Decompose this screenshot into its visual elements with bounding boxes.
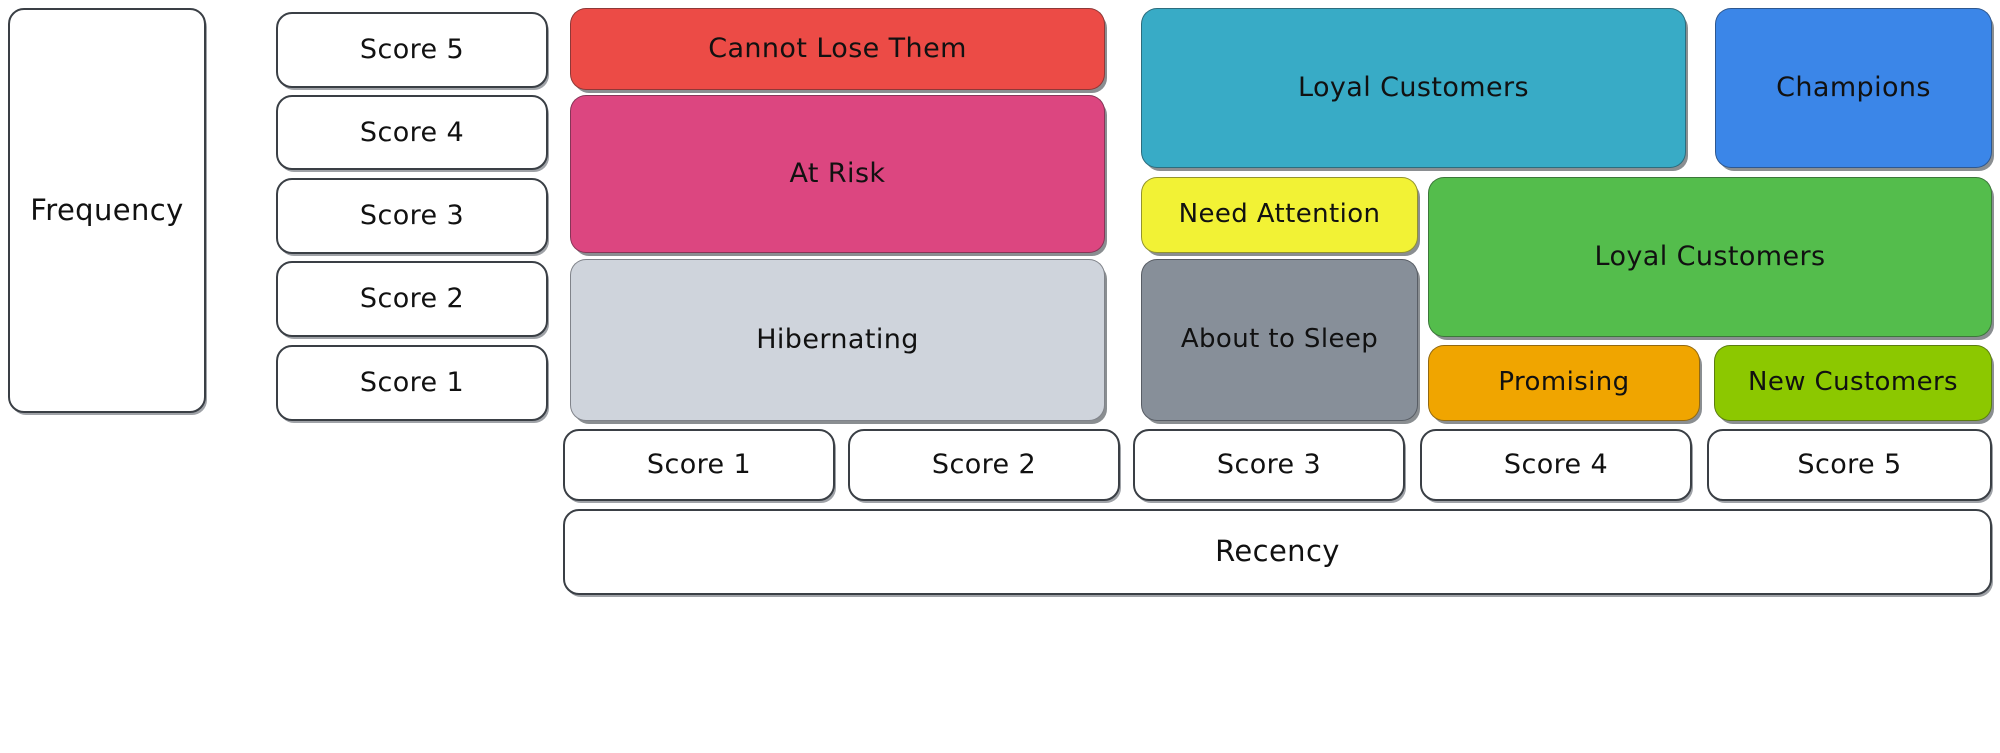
y-axis-title-box: Frequency <box>8 8 206 413</box>
segment-at-risk: At Risk <box>570 95 1105 253</box>
x-axis-score-1: Score 1 <box>563 429 835 501</box>
segment-cannot-lose-them: Cannot Lose Them <box>570 8 1105 90</box>
y-axis-score-3: Score 3 <box>276 178 548 254</box>
segment-new-customers: New Customers <box>1714 345 1992 421</box>
y-axis-score-4: Score 4 <box>276 95 548 170</box>
segment-loyal-customers-green: Loyal Customers <box>1428 177 1992 337</box>
segment-champions: Champions <box>1715 8 1992 168</box>
x-axis-score-4: Score 4 <box>1420 429 1692 501</box>
y-axis-score-5: Score 5 <box>276 12 548 88</box>
segment-hibernating: Hibernating <box>570 259 1105 421</box>
y-axis-title: Frequency <box>30 192 184 227</box>
segment-about-to-sleep: About to Sleep <box>1141 259 1418 421</box>
segment-promising: Promising <box>1428 345 1700 421</box>
x-axis-title: Recency <box>1215 534 1340 569</box>
y-axis-score-2: Score 2 <box>276 261 548 337</box>
x-axis-score-5: Score 5 <box>1707 429 1992 501</box>
segment-need-attention: Need Attention <box>1141 177 1418 253</box>
segment-loyal-customers-teal: Loyal Customers <box>1141 8 1686 168</box>
x-axis-title-box: Recency <box>563 509 1992 595</box>
x-axis-score-3: Score 3 <box>1133 429 1405 501</box>
x-axis-score-2: Score 2 <box>848 429 1120 501</box>
y-axis-score-1: Score 1 <box>276 345 548 421</box>
